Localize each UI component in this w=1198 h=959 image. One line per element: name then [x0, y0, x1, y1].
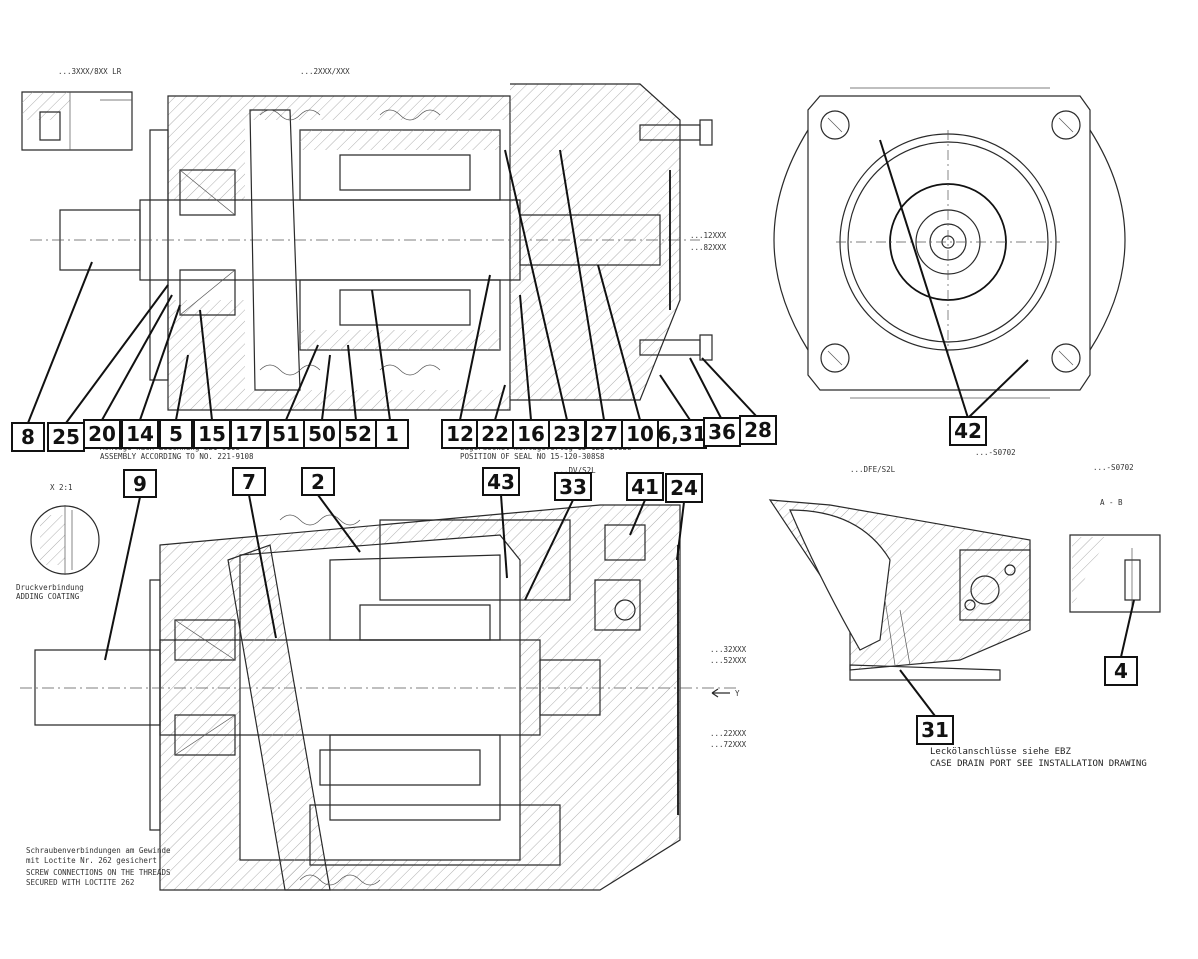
label-view-ab: A - B [1100, 498, 1123, 507]
svg-text:14: 14 [126, 422, 154, 446]
part-tag: 41 [626, 472, 664, 501]
part-tag: 24 [665, 473, 703, 503]
part-tag: 28 [739, 415, 777, 445]
svg-text:36: 36 [708, 420, 736, 444]
part-tags: 8 25 20 14 5 15 17 51 50 52 1 12 22 16 2… [11, 415, 1138, 745]
svg-text:6,31: 6,31 [657, 422, 706, 446]
label-top-section: ...2XXX/XXX [300, 67, 350, 76]
label-variant-32xxx: ...32XXX [710, 645, 747, 654]
label-top-left-detail: ...3XXX/8XX LR [58, 67, 122, 76]
svg-text:20: 20 [88, 422, 116, 446]
svg-text:16: 16 [517, 422, 545, 446]
svg-text:50: 50 [308, 422, 336, 446]
bottom-section-view: ...DV/S2L ...32XXX ... [20, 466, 747, 891]
svg-text:52: 52 [344, 422, 372, 446]
label-variant-72xxx: ...72XXX [710, 740, 747, 749]
part-tag: 42 [949, 416, 987, 446]
top-left-detail-view: ...3XXX/8XX LR [21, 67, 133, 151]
part-tag: 52 [339, 419, 377, 449]
part-tag: 12 [441, 419, 479, 449]
part-tag: 2 [301, 467, 335, 496]
part-tag: 4 [1104, 656, 1138, 686]
part-tag: 51 [267, 419, 305, 449]
part-tag: 22 [476, 419, 514, 449]
svg-text:4: 4 [1114, 659, 1128, 683]
label-bottom-left-detail: X 2:1 [50, 483, 73, 492]
part-tag: 17 [230, 419, 268, 449]
note-bottom-left-1: Druckverbindung [16, 583, 84, 592]
label-section-dv: ...DV/S2L [555, 466, 596, 475]
leader-lines [27, 139, 1135, 717]
part-tag: 27 [585, 419, 623, 449]
part-tag: 5 [159, 419, 193, 449]
part-tag: 36 [703, 417, 741, 447]
label-right-side: ...DFE/S2L [850, 465, 896, 474]
svg-text:41: 41 [631, 475, 659, 499]
svg-text:5: 5 [169, 422, 183, 446]
svg-text:2: 2 [311, 470, 325, 494]
svg-text:28: 28 [744, 418, 772, 442]
part-tag: 33 [554, 472, 592, 501]
svg-text:25: 25 [52, 425, 80, 449]
label-arrow-y: Y [735, 689, 740, 698]
part-tag: 20 [83, 419, 121, 449]
side-section-view: ...DFE/S2L ...-S0702 A - B Leckölanschlü… [768, 463, 1161, 769]
note-assembly-mid-2: POSITION OF SEAL NO 15-120-308S8 [460, 452, 605, 461]
note-front-view: ...-S0702 [975, 448, 1016, 457]
bottom-left-detail-view: X 2:1 Druckverbindung ADDING COATING [16, 483, 100, 601]
part-tag: 15 [193, 419, 231, 449]
label-variant-82xxx: ...82XXX [690, 243, 727, 252]
part-tag: 23 [548, 419, 586, 449]
svg-text:12: 12 [446, 422, 474, 446]
note-bottom-left-2: ADDING COATING [16, 592, 80, 601]
part-tag: 50 [303, 419, 341, 449]
top-section-view: ...2XXX/XXX [30, 67, 727, 461]
svg-text:23: 23 [553, 422, 581, 446]
svg-text:15: 15 [198, 422, 226, 446]
svg-text:8: 8 [21, 425, 35, 449]
svg-text:33: 33 [559, 475, 587, 499]
label-variant-22xxx: ...22XXX [710, 729, 747, 738]
part-tag: 14 [121, 419, 159, 449]
note-screw-de-1: Schraubenverbindungen am Gewinde [26, 846, 171, 855]
svg-text:10: 10 [626, 422, 654, 446]
part-tag: 1 [375, 419, 409, 449]
note-screw-de-2: mit Loctite Nr. 262 gesichert [26, 856, 157, 865]
part-tag: 25 [47, 422, 85, 452]
label-variant-12xxx: ...12XXX [690, 231, 727, 240]
part-tag: 16 [512, 419, 550, 449]
svg-text:24: 24 [670, 476, 698, 500]
svg-text:9: 9 [133, 472, 147, 496]
part-tag: 43 [482, 467, 520, 496]
part-tag: 9 [123, 469, 157, 498]
part-tag: 7 [232, 467, 266, 496]
note-screw-en-1: SCREW CONNECTIONS ON THE THREADS [26, 868, 171, 877]
label-right-detail: ...-S0702 [1093, 463, 1134, 472]
svg-text:17: 17 [235, 422, 263, 446]
svg-text:43: 43 [487, 470, 515, 494]
svg-text:31: 31 [921, 718, 949, 742]
front-view: ...-S0702 [773, 87, 1126, 457]
svg-text:1: 1 [385, 422, 399, 446]
part-tag: 10 [621, 419, 659, 449]
label-variant-52xxx: ...52XXX [710, 656, 747, 665]
svg-text:27: 27 [590, 422, 618, 446]
svg-text:22: 22 [481, 422, 509, 446]
part-tag: 31 [916, 715, 954, 745]
note-case-drain-en: CASE DRAIN PORT SEE INSTALLATION DRAWING [930, 759, 1147, 769]
svg-text:42: 42 [954, 419, 982, 443]
svg-text:7: 7 [242, 470, 256, 494]
part-tag: 6,31 [657, 419, 707, 449]
note-screw-en-2: SECURED WITH LOCTITE 262 [26, 878, 134, 887]
note-assembly-left-2: ASSEMBLY ACCORDING TO NO. 221-9108 [100, 452, 254, 461]
svg-text:51: 51 [272, 422, 300, 446]
note-case-drain-de: Leckölanschlüsse siehe EBZ [930, 747, 1071, 757]
part-tag: 8 [11, 422, 45, 452]
